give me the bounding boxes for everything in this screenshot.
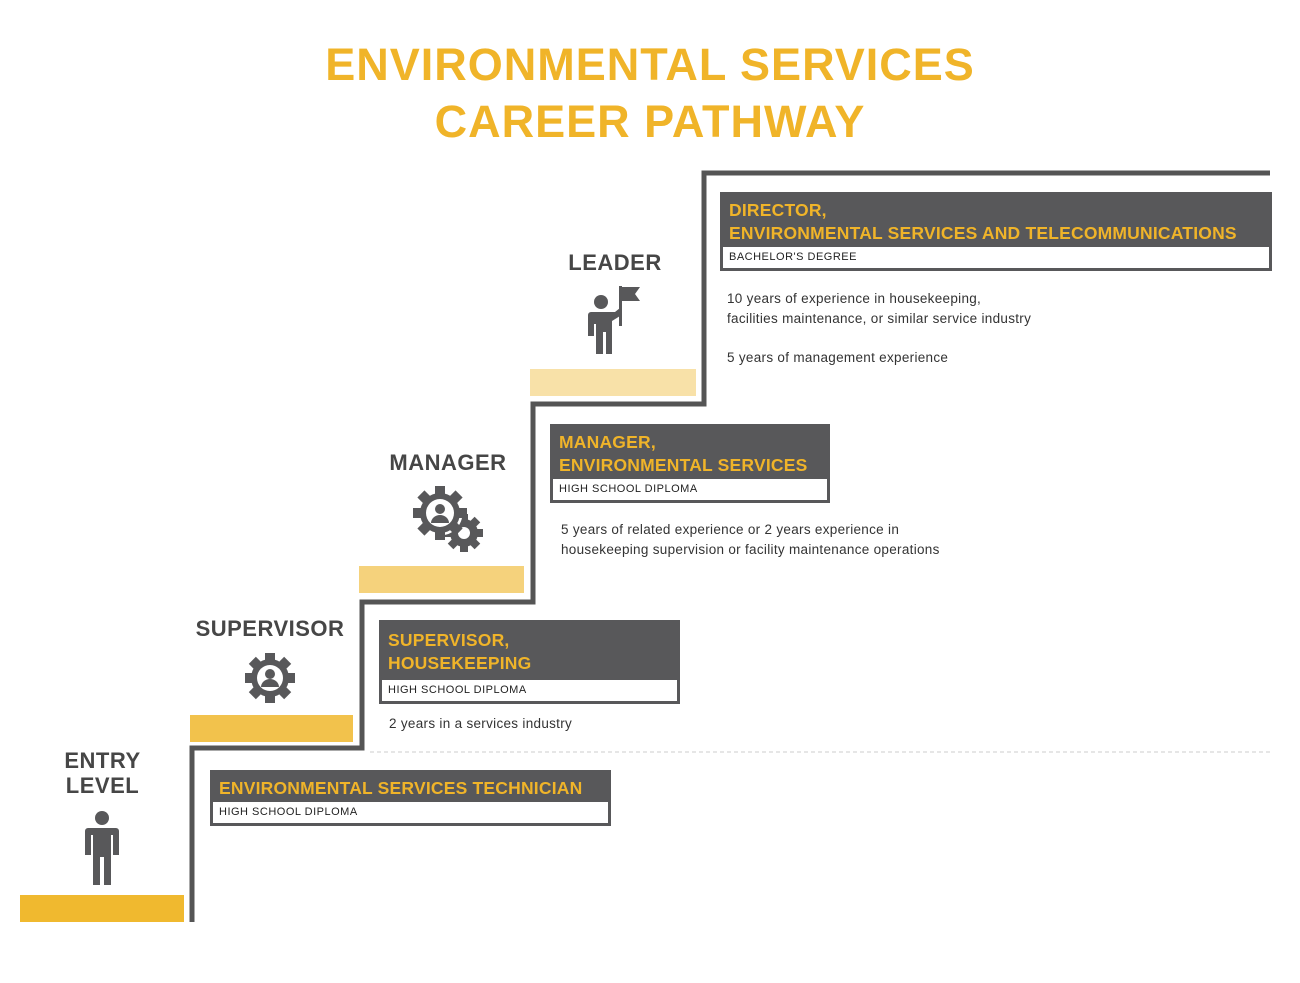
step-entry: [20, 895, 184, 922]
title-line-1: ENVIRONMENTAL SERVICES: [325, 39, 975, 90]
position-director-title-2: ENVIRONMENTAL SERVICES AND TELECOMMUNICA…: [729, 223, 1237, 243]
position-director-education: BACHELOR'S DEGREE: [723, 247, 1269, 268]
requirement: 5 years of management experience: [727, 350, 949, 365]
title-line-2: CAREER PATHWAY: [434, 96, 866, 147]
position-supervisor-requirements: 2 years in a services industry: [389, 714, 572, 734]
gears-person-icon: [413, 486, 483, 552]
position-manager-title-1: MANAGER,: [559, 432, 656, 452]
position-manager-education: HIGH SCHOOL DIPLOMA: [553, 479, 827, 500]
level-manager-label: MANAGER: [389, 450, 507, 475]
position-supervisor-education: HIGH SCHOOL DIPLOMA: [382, 680, 677, 701]
step-manager: [359, 566, 524, 593]
level-entry-line2: LEVEL: [65, 773, 140, 798]
step-supervisor: [190, 715, 353, 742]
level-leader-label: LEADER: [568, 250, 662, 275]
requirement: 10 years of experience in housekeeping,: [727, 291, 982, 306]
step-leader: [530, 369, 696, 396]
requirement: 5 years of related experience or 2 years…: [561, 522, 900, 537]
position-technician-education: HIGH SCHOOL DIPLOMA: [213, 802, 608, 823]
level-entry-label: ENTRY LEVEL: [30, 748, 175, 798]
position-manager-title-2: ENVIRONMENTAL SERVICES: [559, 455, 808, 475]
position-director: DIRECTOR, ENVIRONMENTAL SERVICES AND TEL…: [720, 192, 1272, 271]
requirement: 2 years in a services industry: [389, 716, 573, 731]
gear-person-icon: [245, 653, 295, 703]
position-manager-requirements: 5 years of related experience or 2 years…: [561, 520, 940, 560]
level-supervisor-label: SUPERVISOR: [195, 616, 345, 641]
position-manager: MANAGER, ENVIRONMENTAL SERVICES HIGH SCH…: [550, 424, 830, 503]
person-icon: [85, 811, 119, 885]
position-supervisor: SUPERVISOR, HOUSEKEEPING HIGH SCHOOL DIP…: [379, 620, 680, 704]
requirement: facilities maintenance, or similar servi…: [727, 311, 1032, 326]
position-technician: ENVIRONMENTAL SERVICES TECHNICIAN HIGH S…: [210, 770, 611, 826]
position-technician-title: ENVIRONMENTAL SERVICES TECHNICIAN: [219, 778, 583, 798]
position-supervisor-title-2: HOUSEKEEPING: [388, 653, 532, 673]
position-director-requirements: 10 years of experience in housekeeping, …: [727, 289, 1031, 368]
position-supervisor-title-1: SUPERVISOR,: [388, 630, 510, 650]
person-flag-icon: [588, 286, 640, 354]
level-entry-line1: ENTRY: [64, 748, 141, 773]
requirement: housekeeping supervision or facility mai…: [561, 542, 940, 557]
position-director-title-1: DIRECTOR,: [729, 200, 827, 220]
